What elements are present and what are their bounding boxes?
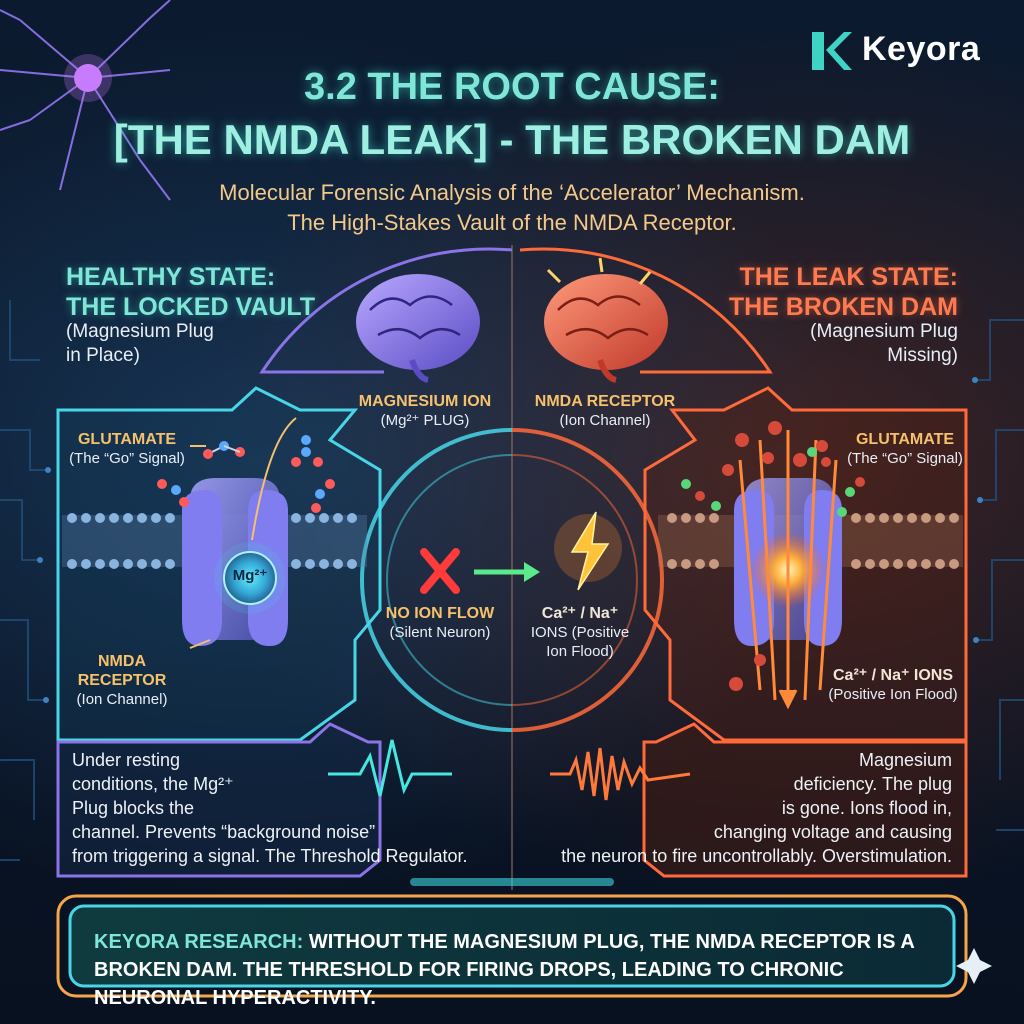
healthy-glutamate-sub: (The “Go” Signal) bbox=[69, 450, 185, 467]
mg-ion-plug bbox=[223, 551, 277, 605]
banner-accent: KEYORA RESEARCH: bbox=[94, 931, 304, 953]
healthy-heading-line2: THE LOCKED VAULT bbox=[66, 293, 316, 321]
center-arc-right bbox=[511, 428, 664, 732]
ion-flow-arrows bbox=[738, 430, 838, 710]
leak-note-line2: Missing) bbox=[887, 345, 958, 366]
research-banner: KEYORA RESEARCH: WITHOUT THE MAGNESIUM P… bbox=[62, 900, 962, 1009]
mg-pointer bbox=[251, 417, 297, 541]
neuron-icon bbox=[0, 0, 171, 201]
mg-ion-label: MAGNESIUM ION (Mg²⁺ PLUG) bbox=[340, 392, 510, 430]
subtitle-line1: Molecular Forensic Analysis of the ‘Acce… bbox=[219, 180, 805, 205]
leak-glutamate-sub: (The “Go” Signal) bbox=[847, 450, 963, 467]
no-ion-flow-label: NO ION FLOW (Silent Neuron) bbox=[370, 604, 510, 642]
healthy-receptor-title1: NMDA bbox=[98, 653, 146, 670]
healthy-heading: HEALTHY STATE: THE LOCKED VAULT bbox=[66, 262, 315, 322]
leak-receptor-sub: (Ion Channel) bbox=[559, 412, 651, 429]
healthy-note: (Magnesium Plug in Place) bbox=[66, 320, 214, 368]
leak-ions-title: Ca²⁺ / Na⁺ IONS bbox=[832, 667, 954, 684]
healthy-note-line2: in Place) bbox=[66, 345, 140, 366]
healthy-glutamate-molecules bbox=[157, 435, 335, 513]
center-ions-label: Ca²⁺ / Na⁺ IONS (Positive Ion Flood) bbox=[522, 604, 638, 661]
leak-note: (Magnesium Plug Missing) bbox=[810, 320, 958, 368]
leak-description-line: changing voltage and causing bbox=[713, 822, 952, 842]
banner-main: WITHOUT THE MAGNESIUM PLUG, THE NMDA REC… bbox=[308, 931, 872, 953]
leak-frame-arc bbox=[519, 247, 773, 374]
no-ion-flow-title: NO ION FLOW bbox=[385, 605, 495, 622]
leak-description-line: is gone. Ions flood in, bbox=[781, 798, 952, 818]
leak-description-line: Magnesium bbox=[858, 750, 952, 770]
healthy-receptor-label: NMDA RECEPTOR (Ion Channel) bbox=[62, 652, 182, 709]
sparkle-icon bbox=[956, 948, 992, 984]
leak-ions bbox=[722, 421, 828, 691]
leak-note-line1: (Magnesium Plug bbox=[810, 321, 958, 342]
arrow-right-icon bbox=[474, 562, 540, 582]
circuit-nodes bbox=[37, 377, 983, 703]
leak-heartbeat-icon bbox=[550, 747, 691, 801]
heartbeat-icon bbox=[328, 739, 452, 797]
healthy-description-line: Under resting bbox=[72, 750, 181, 770]
leak-glutamate-molecules bbox=[681, 447, 865, 517]
healthy-description-line: from triggering a signal. The Threshold … bbox=[72, 846, 468, 866]
neuron-nucleus bbox=[74, 64, 102, 92]
healthy-frame-arc bbox=[259, 247, 513, 374]
page-title-line2: [THE NMDA LEAK] - THE BROKEN DAM bbox=[113, 116, 911, 163]
lightning-icon bbox=[554, 511, 622, 591]
leak-glutamate-label: GLUTAMATE (The “Go” Signal) bbox=[842, 430, 968, 468]
banner-text: KEYORA RESEARCH: WITHOUT THE MAGNESIUM P… bbox=[94, 928, 944, 1012]
healthy-description: Under resting conditions, the Mg²⁺ Plug … bbox=[72, 748, 472, 868]
center-arc-left bbox=[360, 428, 513, 732]
center-ions-line2: IONS (Positive bbox=[530, 624, 630, 641]
no-ion-flow-sub: (Silent Neuron) bbox=[389, 624, 491, 641]
leak-brain-icon bbox=[544, 257, 668, 383]
healthy-description-line: channel. Prevents “background noise” bbox=[72, 822, 376, 842]
circuit-traces-right bbox=[975, 319, 1024, 831]
banner-outer-frame bbox=[56, 894, 968, 998]
center-ions-line3: Ion Flood) bbox=[546, 643, 614, 660]
center-ions-line1: Ca²⁺ / Na⁺ bbox=[541, 605, 619, 622]
leak-description-line: the neuron to fire uncontrollably. Overs… bbox=[561, 846, 952, 866]
healthy-receptor-sub: (Ion Channel) bbox=[76, 691, 168, 708]
leak-heading-line1: THE LEAK STATE: bbox=[739, 263, 958, 291]
mg-ion-label-sub: (Mg²⁺ PLUG) bbox=[380, 412, 470, 429]
banner-rest: IS A BROKEN DAM. THE THRESHOLD FOR FIRIN… bbox=[94, 931, 915, 1009]
healthy-glutamate-label: GLUTAMATE (The “Go” Signal) bbox=[62, 430, 192, 468]
subtitle-line2: The High-Stakes Vault of the NMDA Recept… bbox=[287, 210, 737, 235]
healthy-description-line: conditions, the Mg²⁺ bbox=[72, 774, 234, 794]
leak-receptor-label: NMDA RECEPTOR (Ion Channel) bbox=[530, 392, 680, 430]
healthy-glutamate-title: GLUTAMATE bbox=[77, 431, 177, 448]
healthy-receptor-title2: RECEPTOR bbox=[77, 672, 167, 689]
brand: Keyora bbox=[862, 30, 980, 69]
page-title-line1: 3.2 THE ROOT CAUSE: bbox=[304, 66, 720, 108]
mg-ion-badge: Mg²⁺ bbox=[232, 567, 268, 584]
healthy-description-panel bbox=[56, 722, 382, 878]
brain-icon bbox=[356, 274, 480, 383]
leak-heading-line2: THE BROKEN DAM bbox=[728, 293, 958, 321]
healthy-note-line1: (Magnesium Plug bbox=[66, 321, 214, 342]
leak-description-line: deficiency. The plug bbox=[793, 774, 952, 794]
leak-receptor-title: NMDA RECEPTOR bbox=[534, 393, 676, 410]
leak-description: Magnesium deficiency. The plug is gone. … bbox=[540, 748, 952, 868]
k-logo-icon bbox=[812, 32, 852, 70]
banner-inner-frame bbox=[68, 904, 956, 988]
leak-heading: THE LEAK STATE: THE BROKEN DAM bbox=[729, 262, 958, 322]
x-mark-icon bbox=[420, 548, 460, 594]
healthy-description-line: Plug blocks the bbox=[72, 798, 195, 818]
circuit-traces-left bbox=[0, 300, 48, 861]
leak-glutamate-title: GLUTAMATE bbox=[855, 431, 955, 448]
banner-connector bbox=[410, 878, 614, 886]
leak-ions-sub: (Positive Ion Flood) bbox=[828, 686, 958, 703]
healthy-heading-line1: HEALTHY STATE: bbox=[66, 263, 276, 291]
mg-ion-label-title: MAGNESIUM ION bbox=[358, 393, 492, 410]
leak-ions-label: Ca²⁺ / Na⁺ IONS (Positive Ion Flood) bbox=[818, 666, 968, 704]
brand-name: Keyora bbox=[862, 30, 981, 68]
leak-description-panel bbox=[642, 722, 968, 878]
